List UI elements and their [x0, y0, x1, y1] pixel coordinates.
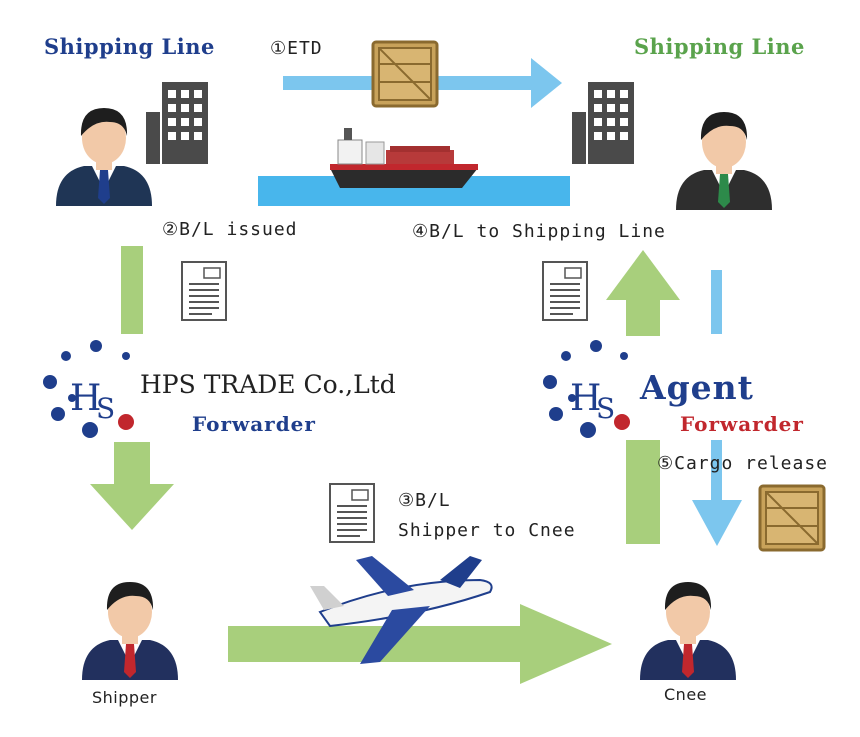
forwarder-right-label: Forwarder	[680, 412, 804, 436]
cargo-crate-icon-right	[758, 484, 826, 552]
cargo-crate-icon-top	[371, 40, 439, 108]
shipping-line-left-label: Shipping Line	[44, 34, 215, 59]
step5-cargo-release-label: ⑤Cargo release	[657, 453, 829, 474]
shipper-person-icon	[82, 582, 178, 680]
hps-company-name: HPS TRADE Co.,Ltd	[140, 370, 396, 399]
step2-bl-issued-label: ②B/L issued	[162, 219, 298, 240]
shipping-line-left-person-icon	[56, 108, 152, 206]
agent-to-cnee-bar	[626, 440, 660, 544]
step4-bl-to-shipping-line-label: ④B/L to Shipping Line	[412, 221, 666, 242]
shipper-label: Shipper	[92, 688, 157, 707]
step3-bl-label: ③B/L	[398, 490, 451, 511]
step1-etd-label: ①ETD	[270, 38, 323, 59]
bl-document-icon-center	[329, 483, 375, 543]
shipping-line-right-person-icon	[676, 112, 772, 210]
svg-text:S: S	[96, 392, 115, 425]
cargo-release-arrow	[692, 440, 742, 546]
forwarder-to-shipper-arrow	[90, 442, 174, 530]
cnee-person-icon	[640, 582, 736, 680]
bl-issued-bar	[121, 246, 143, 334]
hps-logo-icon-left: H S	[43, 340, 134, 438]
svg-text:H: H	[70, 378, 101, 419]
agent-label: Agent	[640, 368, 754, 407]
container-ship-icon	[330, 128, 478, 188]
bl-document-icon-left	[181, 261, 227, 321]
bl-document-icon-right	[542, 261, 588, 321]
bl-to-shipping-line-arrow	[606, 250, 680, 336]
building-icon-right	[572, 82, 634, 164]
cnee-label: Cnee	[664, 685, 707, 704]
step3-shipper-to-cnee-label: Shipper to Cnee	[398, 520, 576, 541]
svg-text:H: H	[570, 378, 601, 419]
svg-text:S: S	[596, 392, 615, 425]
building-icon-left	[146, 82, 208, 164]
forwarder-left-label: Forwarder	[192, 412, 316, 436]
cargo-release-bar-top	[711, 270, 722, 334]
shipping-line-right-label: Shipping Line	[634, 34, 805, 59]
hps-logo-icon-right: H S	[543, 340, 630, 438]
airplane-icon	[310, 556, 493, 664]
